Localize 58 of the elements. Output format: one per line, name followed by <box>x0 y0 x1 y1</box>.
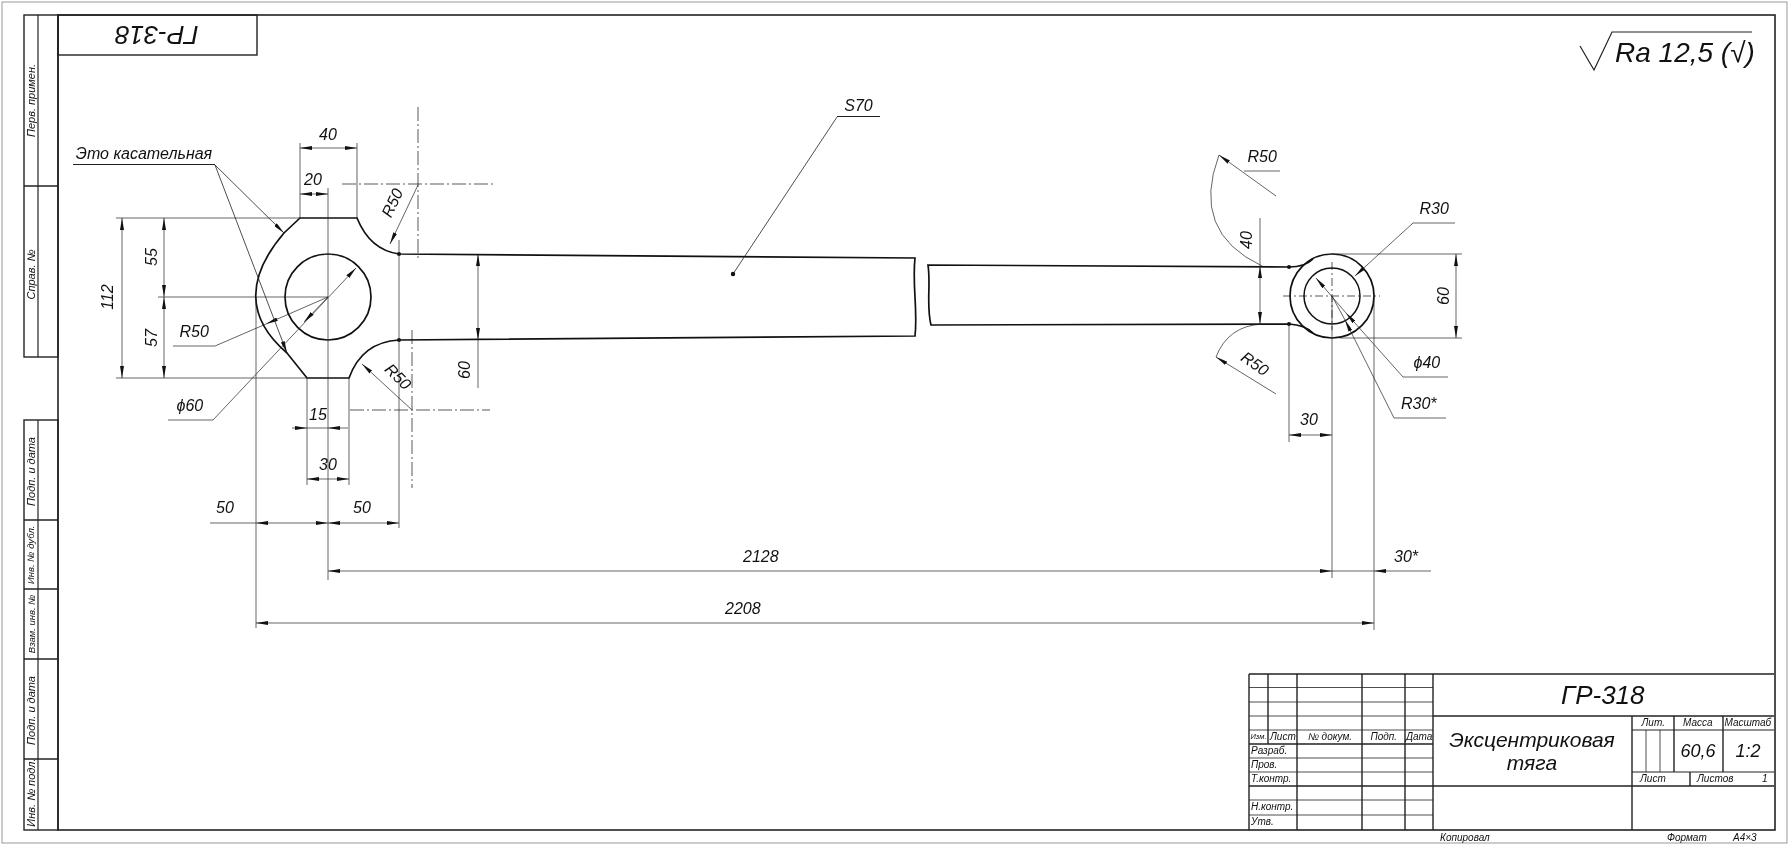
side-stamp-label: Подп. и дата <box>25 675 37 745</box>
drawing-number: ГР-318 <box>115 22 199 48</box>
title-block-label: Копировал <box>1440 833 1490 843</box>
dimension-text: ϕ40 <box>1413 355 1441 371</box>
dimension-text: 20 <box>304 172 322 188</box>
dimension-text: 2208 <box>725 601 761 617</box>
title-block-label: Формат <box>1667 833 1707 843</box>
dimension-text: 15 <box>309 407 327 423</box>
drawing-number: ГР-318 <box>1561 682 1645 708</box>
roughness-note: Ra 12,5 (√) <box>1615 39 1755 67</box>
dimension-text: R50 <box>381 360 414 394</box>
dimension-text: 40 <box>319 127 337 143</box>
side-stamp-label: Подп. и дата <box>25 436 37 506</box>
dimension-text: 55 <box>143 248 160 266</box>
title-block-label: Дата <box>1406 732 1433 742</box>
title-block-label: Лит. <box>1641 718 1665 728</box>
side-stamp-label: Инв. № подл. <box>25 757 37 827</box>
dimension-text: 30* <box>1394 549 1419 565</box>
sheet-count: 1 <box>1762 774 1768 784</box>
leader-note: Это касательная <box>73 143 215 165</box>
title-block-label: Н.контр. <box>1251 802 1294 812</box>
scale-value: 1:2 <box>1735 742 1761 760</box>
dimension-text: R30* <box>1401 396 1437 412</box>
dimension-text: 50 <box>216 500 234 516</box>
dimension-text: 112 <box>99 284 116 310</box>
title-block-label: Утв. <box>1251 817 1274 827</box>
side-stamp-label: Взам. инв. № <box>26 594 36 654</box>
title-block-label: Масса <box>1683 718 1713 728</box>
title-block-label: № докум. <box>1308 732 1353 742</box>
dimension-text: R30 <box>1419 201 1449 217</box>
dimension-text: R50 <box>179 324 209 340</box>
side-stamp-label: Справ. № <box>25 249 37 299</box>
dimension-text: 57 <box>143 329 160 347</box>
dimension-text: ϕ60 <box>176 398 204 414</box>
leader-note: S70 <box>837 95 880 117</box>
side-stamp-label: Инв. № дубл. <box>26 525 36 584</box>
title-block-label: Лист <box>1640 774 1666 784</box>
dimension-text: 50 <box>353 500 371 516</box>
part-name: Эксцентриковая тяга <box>1448 728 1616 775</box>
title-block-label: Подп. <box>1370 732 1398 742</box>
title-block-label: Пров. <box>1251 760 1278 770</box>
dimension-text: 40 <box>1238 231 1255 249</box>
dimension-text: R50 <box>1247 149 1277 165</box>
title-block-label: Т.контр. <box>1251 774 1292 784</box>
title-block-label: Лист <box>1270 732 1296 742</box>
title-block-label: Листов <box>1697 774 1734 784</box>
dimension-text: 2128 <box>743 549 779 565</box>
dimension-text: 30 <box>1300 412 1318 428</box>
title-block-label: A4×3 <box>1733 833 1757 843</box>
dimension-text: 60 <box>456 361 473 379</box>
dimension-text: 60 <box>1435 287 1452 305</box>
mass-value: 60,6 <box>1680 742 1716 760</box>
dimension-text: R50 <box>378 186 406 220</box>
title-block-label: Масштаб <box>1724 718 1772 728</box>
side-stamp-label: Перв. примен. <box>25 63 37 137</box>
dimension-text: 30 <box>319 457 337 473</box>
dimension-text: R50 <box>1237 349 1271 379</box>
title-block-label: Разраб. <box>1251 746 1288 756</box>
